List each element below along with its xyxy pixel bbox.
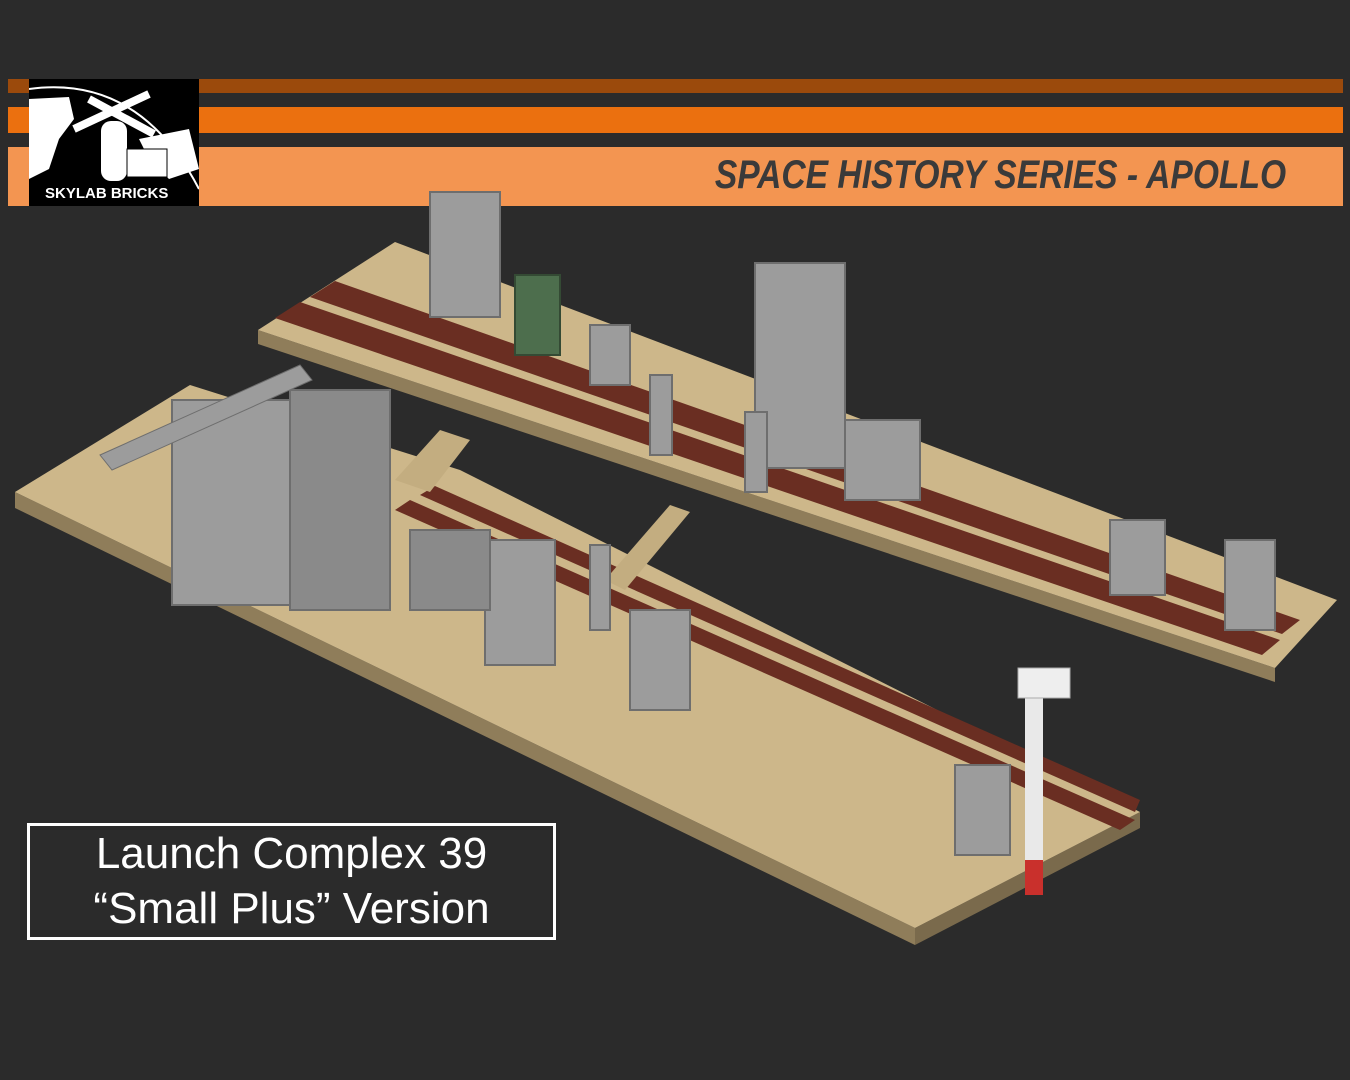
connector-walkway-2 [605,505,690,590]
silo-2 [649,374,673,456]
caption-line-2: “Small Plus” Version [93,884,490,933]
front-track-1 [395,500,1135,830]
pad-building [954,764,1011,856]
green-transporter [514,274,561,356]
caption-line-1: Launch Complex 39 [95,829,488,878]
pad-module-1 [1109,519,1166,596]
crane-arm [99,364,313,471]
skylab-bricks-logo: SKYLAB BRICKS [29,79,199,206]
lut-tower [484,539,556,666]
banner-stripe-mid [8,107,1343,133]
red-white-tower [1025,690,1043,895]
banner-stripe-light [8,147,1343,206]
mobile-launcher-1 [844,419,921,501]
vab-tower-2 [289,389,391,611]
silo-1 [589,544,611,631]
crawler-1 [629,609,691,711]
back-tower-1 [429,191,501,318]
back-tower-2 [754,262,846,469]
back-track-1 [275,302,1280,655]
crawler-2 [589,324,631,386]
logo-text: SKYLAB BRICKS [45,185,169,202]
back-baseplate-side [258,330,1275,682]
firing-room [409,529,491,611]
banner-stripe-dark [8,79,1343,93]
skylab-station-icon [29,86,199,190]
caption-box: Launch Complex 39 “Small Plus” Version [27,823,556,940]
tower-crane-head [1017,667,1071,699]
red-white-tower-base [1025,860,1043,895]
series-title: SPACE HISTORY SERIES - APOLLO [714,153,1286,197]
pad-module-2 [1224,539,1276,631]
connector-walkway [395,430,470,492]
silo-3 [744,411,768,493]
